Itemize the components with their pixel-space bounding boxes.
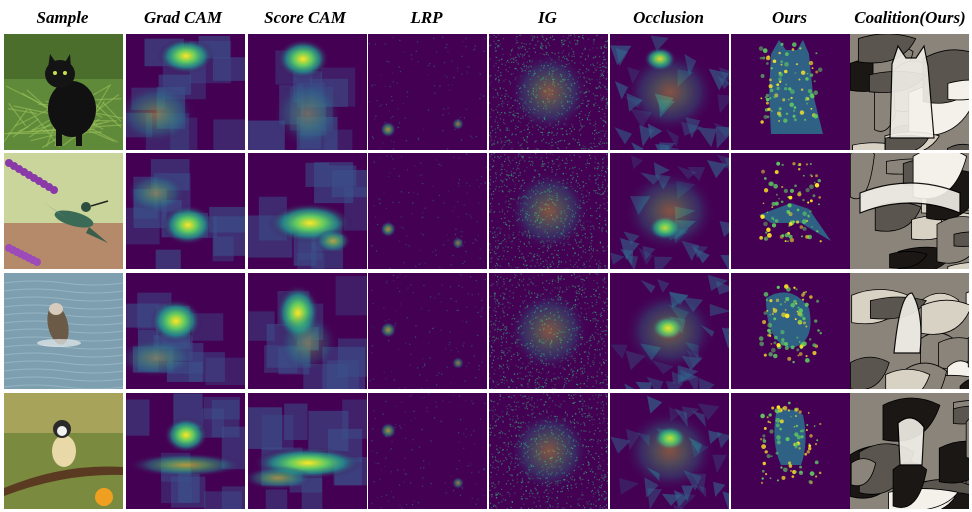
coalition-ours-image-row-3 — [850, 273, 969, 389]
ig-image-row-2 — [489, 153, 608, 269]
lrp-image-row-3 — [368, 273, 487, 389]
header-sample: Sample — [36, 8, 89, 27]
occlusion-image-row-2 — [610, 153, 729, 269]
score-cam-image-row-4 — [248, 393, 367, 509]
sample-image-row-1 — [4, 34, 123, 150]
header-occlusion: Occlusion — [633, 8, 704, 27]
sample-image-row-2 — [4, 153, 123, 269]
coalition-ours-image-row-2 — [850, 153, 969, 269]
coalition-ours-image-row-1 — [850, 34, 969, 150]
sample-image-row-4 — [4, 393, 123, 509]
lrp-image-row-1 — [368, 34, 487, 150]
lrp-image-row-2 — [368, 153, 487, 269]
coalition-ours-image-row-4 — [850, 393, 969, 509]
occlusion-image-row-3 — [610, 273, 729, 389]
header-score-cam: Score CAM — [264, 8, 346, 27]
ours-image-row-4 — [731, 393, 850, 509]
ours-image-row-2 — [731, 153, 850, 269]
header-ours: Ours — [772, 8, 807, 27]
grad-cam-image-row-3 — [126, 273, 245, 389]
occlusion-image-row-1 — [610, 34, 729, 150]
header-lrp: LRP — [410, 8, 443, 27]
header-grad-cam: Grad CAM — [144, 8, 222, 27]
score-cam-image-row-3 — [248, 273, 367, 389]
sample-image-row-3 — [4, 273, 123, 389]
ig-image-row-1 — [489, 34, 608, 150]
ig-image-row-4 — [489, 393, 608, 509]
grad-cam-image-row-1 — [126, 34, 245, 150]
score-cam-image-row-2 — [248, 153, 367, 269]
header-ig: IG — [538, 8, 557, 27]
grad-cam-image-row-2 — [126, 153, 245, 269]
ours-image-row-1 — [731, 34, 850, 150]
lrp-image-row-4 — [368, 393, 487, 509]
ig-image-row-3 — [489, 273, 608, 389]
score-cam-image-row-1 — [248, 34, 367, 150]
grad-cam-image-row-4 — [126, 393, 245, 509]
header-coalition-ours: Coalition(Ours) — [854, 8, 966, 27]
ours-image-row-3 — [731, 273, 850, 389]
occlusion-image-row-4 — [610, 393, 729, 509]
